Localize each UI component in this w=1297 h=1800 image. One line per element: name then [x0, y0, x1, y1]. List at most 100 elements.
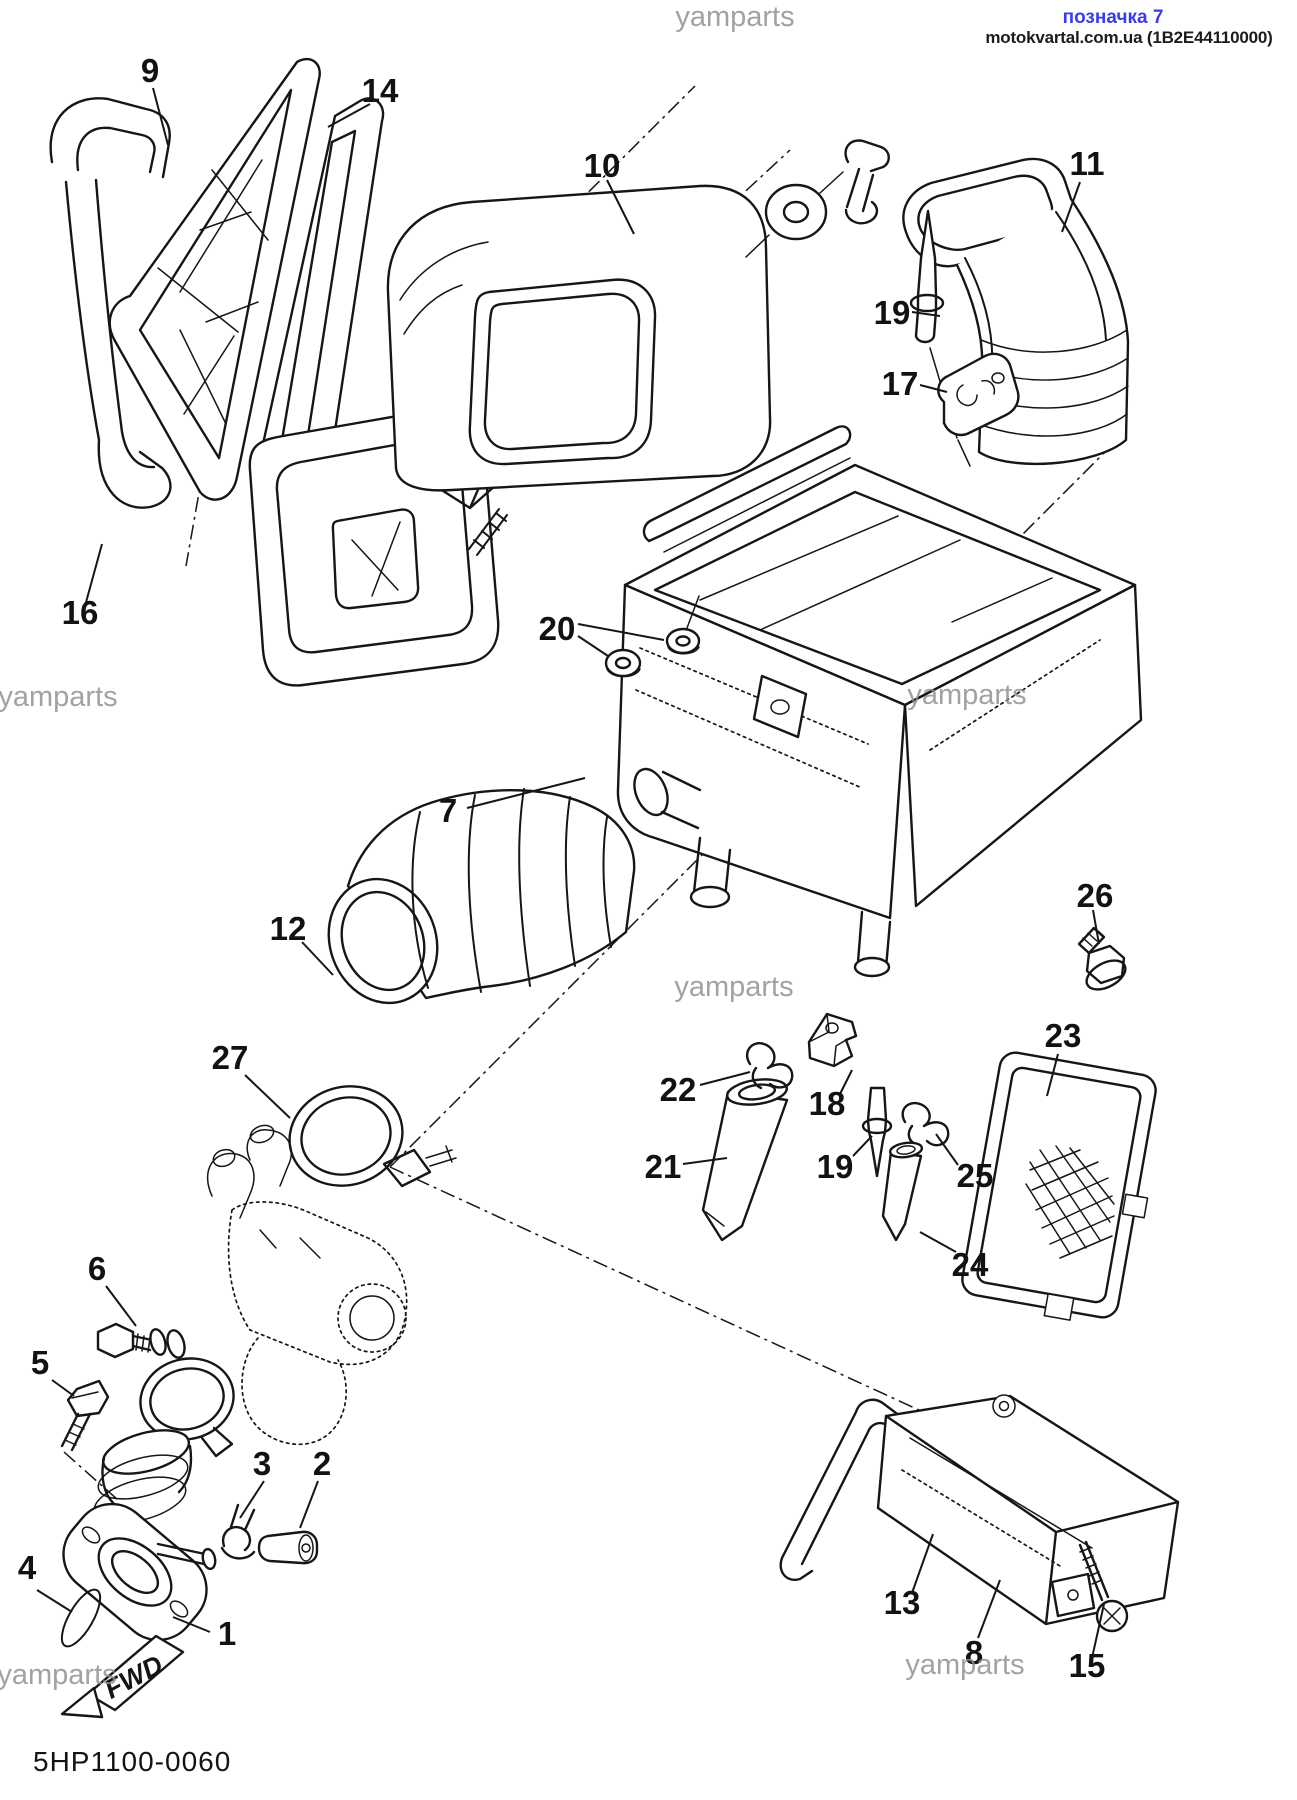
- callout-leader-line: [577, 623, 665, 641]
- cover-opening: [468, 278, 657, 466]
- part-callout-15: 15: [1069, 1647, 1106, 1684]
- washer20-details: [606, 595, 700, 678]
- valve8-lug-tab: [1050, 1572, 1096, 1618]
- bolt6-washer-1: [149, 1328, 167, 1356]
- part-callout-1: 1: [218, 1615, 236, 1652]
- part-carburetor: [206, 1124, 408, 1446]
- case-top-rim: [653, 490, 1102, 686]
- screw15-cross: [1103, 1607, 1121, 1625]
- case-snout-tube: [660, 770, 702, 830]
- part-element-9: [108, 57, 321, 501]
- hose-mouth-inner: [340, 890, 426, 992]
- callout-leader-line: [919, 384, 948, 393]
- watermark-text: yamparts: [907, 679, 1026, 711]
- screw15-threads: [1079, 1547, 1103, 1585]
- damper-hole: [825, 1022, 839, 1034]
- part-callout-3: 3: [253, 1445, 271, 1482]
- part-callout-22: 22: [660, 1071, 697, 1108]
- callout-leader-line: [327, 103, 371, 128]
- part-callout-23: 23: [1045, 1017, 1082, 1054]
- pad-tab: [1121, 1193, 1149, 1219]
- clip-wire: [844, 139, 890, 225]
- bolt5-head: [66, 1379, 110, 1418]
- callout-leader-line: [839, 1069, 853, 1095]
- pad-mesh-b: [1025, 1145, 1115, 1255]
- part-needle-19-bottom: [861, 1086, 893, 1178]
- part-callout-19: 19: [817, 1148, 854, 1185]
- part-callout-26: 26: [1077, 877, 1114, 914]
- callout-leader-line: [51, 1379, 75, 1397]
- callout-leader-line: [1061, 181, 1081, 233]
- part-callout-24: 24: [952, 1246, 989, 1283]
- valve8-dashed: [901, 1469, 1061, 1567]
- callout-leader-line: [1046, 1053, 1059, 1097]
- element-lattice: [157, 159, 269, 425]
- part-washer-clip: [745, 139, 890, 258]
- watermark-text: yamparts: [905, 1649, 1024, 1681]
- tube24-body: [881, 1150, 923, 1242]
- duct-ribs: [978, 329, 1129, 437]
- part-valve-8: [876, 1394, 1180, 1626]
- washer-axis: [745, 171, 844, 258]
- element-frame: [108, 57, 321, 501]
- clamp27-screw-block: [382, 1148, 432, 1188]
- part-cover-10: [386, 184, 772, 492]
- joint-bore-outer: [97, 1537, 173, 1607]
- case-foot-1: [689, 885, 731, 909]
- header-site-label: motokvartal.com.ua (1B2E44110000): [985, 28, 1272, 47]
- case-front-tab: [752, 674, 808, 739]
- callout-leader-line: [1092, 909, 1100, 945]
- part-case-7: [616, 425, 1143, 978]
- joint-ear-hole-2: [169, 1600, 189, 1618]
- part-callout-2: 2: [313, 1445, 331, 1482]
- part-bolt-26: [1077, 926, 1127, 991]
- case-right-face: [903, 583, 1143, 908]
- carb-clamp-tab: [200, 1426, 234, 1458]
- callout-leader-line: [301, 941, 334, 976]
- tube24-top-inner: [896, 1145, 916, 1155]
- needle19b-collar: [861, 1117, 893, 1135]
- callout-leader-line: [466, 777, 586, 809]
- case-dashed-lines: [635, 639, 1101, 789]
- part-washers-20: [604, 595, 701, 678]
- bolt5-head-facet: [71, 1391, 99, 1399]
- callout-leader-line: [935, 1133, 959, 1166]
- part-callout-25: 25: [957, 1157, 994, 1194]
- part-clip-22: [745, 1042, 794, 1090]
- plug-body: [257, 1530, 319, 1565]
- bolt5-threads: [64, 1423, 85, 1446]
- washer20-a-hole: [614, 656, 632, 670]
- part-clamp-27: [288, 1085, 457, 1188]
- callout-leader-line: [1091, 1603, 1105, 1659]
- clamp17-body: [937, 352, 1020, 437]
- plug-end: [298, 1534, 314, 1562]
- part-bolt-6: [96, 1322, 186, 1359]
- strap-outline: [49, 97, 172, 509]
- part-callout-12: 12: [270, 910, 307, 947]
- case-tab-hole: [770, 699, 790, 715]
- joint-stud-cap: [201, 1547, 217, 1571]
- part-pad-23: [961, 1051, 1157, 1321]
- valve8-edge: [909, 1437, 1093, 1549]
- joint-neck-sides: [101, 1444, 193, 1506]
- washer20-a: [604, 648, 642, 678]
- joint-ear-hole-1: [81, 1526, 101, 1544]
- part-oring-4: [60, 1588, 102, 1648]
- carb-body: [227, 1201, 408, 1366]
- callout-leader-line: [682, 1157, 728, 1165]
- case-bracket-rail2: [663, 457, 851, 553]
- bolt26-flange: [1085, 959, 1127, 991]
- callout-leader-line: [244, 1074, 291, 1119]
- callout-leader-line: [919, 1231, 957, 1253]
- element-inner-frame: [138, 88, 293, 460]
- part-tube-21: [701, 1078, 789, 1242]
- part-callout-4: 4: [18, 1549, 37, 1586]
- part-callout-13: 13: [884, 1584, 921, 1621]
- carb-bore-inner: [349, 1295, 395, 1341]
- plate-stud: [468, 508, 508, 556]
- callout-leader-line: [84, 543, 103, 607]
- case-legs: [692, 836, 892, 970]
- part-callout-6: 6: [88, 1250, 106, 1287]
